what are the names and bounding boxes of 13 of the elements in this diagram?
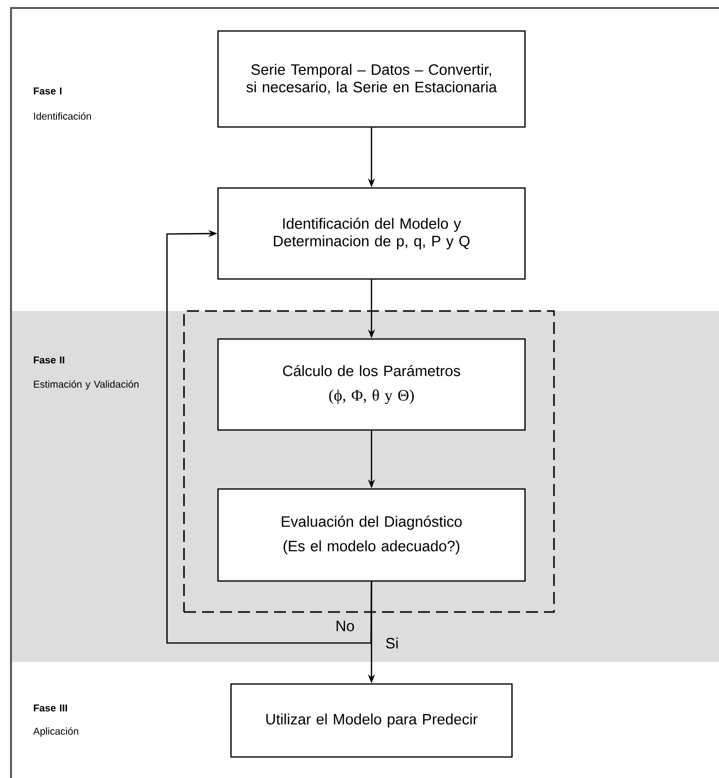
process-box: Serie Temporal – Datos – Convertir, si necesario, la Serie en Estacionaria — [217, 30, 526, 128]
phase-name: Estimación y Validación — [34, 380, 138, 390]
phase-name: Identificación — [34, 112, 91, 120]
process-box: Evaluación del Diagnóstico (Es el modelo adecuado?) — [217, 488, 526, 582]
dashed-frame — [183, 310, 555, 613]
phase-title: Fase II — [34, 356, 64, 364]
phase-title: Fase I — [34, 88, 62, 94]
arrow — [166, 230, 372, 644]
process-box: Utilizar el Modelo para Predecir — [230, 683, 513, 758]
phase-title: Fase III — [34, 704, 67, 712]
process-box: Identificación del Modelo y Determinacion de p, q, P y Q — [217, 187, 526, 280]
phase-name: Aplicación — [33, 727, 78, 737]
process-box: Cálculo de los Parámetros (ϕ, Φ, θ y Θ) — [217, 338, 526, 431]
